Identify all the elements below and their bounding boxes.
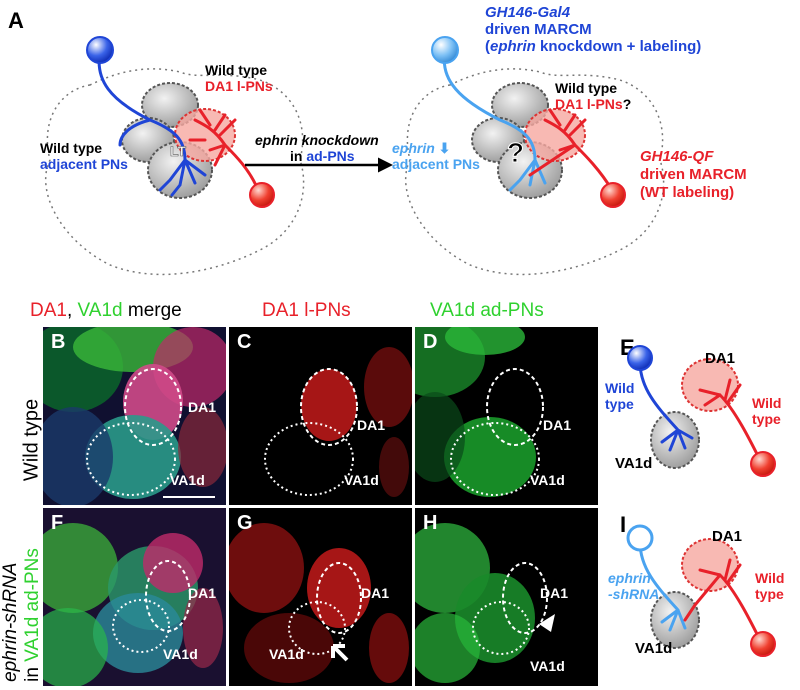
left-wt-title: Wild type <box>205 62 268 78</box>
b-da1-label: DA1 <box>188 399 217 415</box>
right-antennal-lobe-outline <box>405 68 665 276</box>
header-c: DA1 l-PNs <box>262 300 351 321</box>
g-da1-outline <box>316 562 362 634</box>
panel-c-image <box>229 327 412 505</box>
d-da1-label: DA1 <box>543 417 572 433</box>
e-va1d-label: VA1d <box>615 455 653 472</box>
panel-h-image <box>415 508 598 686</box>
d-va1d-outline <box>450 422 540 496</box>
lt-marker: LT <box>170 143 187 160</box>
f-va1d-outline <box>112 599 170 653</box>
panel-g-label: G <box>237 512 253 534</box>
i-va1d-label: VA1d <box>635 640 673 657</box>
b-va1d-label: VA1d <box>170 472 205 488</box>
panel-h-micrograph: H DA1 VA1d <box>415 508 598 686</box>
i-da1-label: DA1 <box>712 528 743 545</box>
i-lightblue-soma <box>626 524 654 552</box>
right-red-neuron <box>528 108 614 192</box>
f-va1d-label: VA1d <box>163 646 198 662</box>
g-da1-label: DA1 <box>361 585 390 601</box>
panel-f-image <box>43 508 226 686</box>
panel-d-label: D <box>423 331 438 353</box>
qf-line-1: GH146-QF <box>640 148 714 165</box>
i-red-soma <box>750 631 776 657</box>
left-glom-top <box>141 82 199 128</box>
c-da1-outline <box>300 368 358 446</box>
panel-d-micrograph: D DA1 VA1d <box>415 327 598 505</box>
ephrin-label: ephrin ⬇ <box>392 140 451 156</box>
right-lightblue-soma <box>431 36 459 64</box>
h-da1-outline <box>502 562 548 634</box>
left-red-soma <box>249 182 275 208</box>
c-va1d-outline <box>264 422 354 496</box>
panel-c-micrograph: C DA1 VA1d <box>229 327 412 505</box>
panel-e-schematic <box>627 345 776 477</box>
e-blue-neuron <box>638 360 694 452</box>
left-wt-sub: DA1 l-PNs <box>205 78 273 94</box>
left-blue-soma <box>86 36 114 64</box>
e-blue-soma <box>627 345 653 371</box>
i-lightblue-neuron <box>638 540 687 632</box>
question-mark: ? <box>506 137 525 169</box>
panel-c-label: C <box>237 331 252 353</box>
panel-i-schematic <box>626 524 776 657</box>
i-blue-label: ephrin-shRNA <box>608 570 660 602</box>
gal4-line-2: driven MARCM <box>485 21 592 38</box>
panel-a-schematic <box>45 36 665 276</box>
arrow-label-1: ephrin knockdown <box>255 132 379 148</box>
panel-g-micrograph: G DA1 VA1d <box>229 508 412 686</box>
h-da1-label: DA1 <box>540 585 569 601</box>
left-adj-title: Wild type <box>40 140 103 156</box>
panel-g-image <box>229 508 412 686</box>
i-red-neuron <box>683 558 762 642</box>
panel-d-image <box>415 327 598 505</box>
c-va1d-label: VA1d <box>344 472 379 488</box>
panel-a-label: A <box>8 8 24 33</box>
panel-f-label: F <box>51 512 64 534</box>
g-va1d-outline <box>288 601 346 655</box>
panel-b-image <box>43 327 226 505</box>
right-wt-sub: DA1 l-PNs? <box>555 96 632 112</box>
h-arrowhead-icon <box>539 614 555 632</box>
panel-b-label: B <box>51 331 66 353</box>
i-red-label: Wild type <box>755 570 785 602</box>
c-da1-label: DA1 <box>357 417 386 433</box>
b-da1-outline <box>124 368 182 446</box>
gal4-line-3: (ephrin knockdown + labeling) <box>485 38 702 55</box>
left-adj-sub: adjacent PNs <box>40 156 128 172</box>
header-merge: DA1, VA1d merge <box>30 300 182 321</box>
panel-b-micrograph: B DA1 VA1d <box>43 327 226 505</box>
row-label-2: ephrin-shRNA in VA1d ad-PNs <box>0 548 43 682</box>
left-red-neuron <box>188 108 260 192</box>
f-da1-label: DA1 <box>188 585 217 601</box>
e-red-neuron <box>698 378 762 462</box>
panel-f-micrograph: F DA1 VA1d <box>43 508 226 686</box>
qf-line-2: driven MARCM <box>640 166 747 183</box>
right-glom-top <box>491 82 549 128</box>
g-va1d-label: VA1d <box>269 646 304 662</box>
e-red-label: Wild type <box>752 395 782 427</box>
e-da1-label: DA1 <box>705 350 736 367</box>
b-va1d-outline <box>86 422 176 496</box>
left-antennal-lobe-outline <box>45 68 305 276</box>
left-blue-neuron <box>97 50 207 197</box>
panel-i-label: I <box>620 512 627 537</box>
right-wt-title: Wild type <box>555 80 618 96</box>
panel-h-label: H <box>423 512 438 534</box>
d-da1-outline <box>486 368 544 446</box>
right-red-soma <box>600 182 626 208</box>
e-blue-label: Wild type <box>605 380 635 412</box>
h-va1d-outline <box>472 601 530 655</box>
d-va1d-label: VA1d <box>530 472 565 488</box>
arrow-label-2: in ad-PNs <box>290 148 355 164</box>
h-va1d-label: VA1d <box>530 658 565 674</box>
g-arrow-icon <box>331 644 349 662</box>
e-red-soma <box>750 451 776 477</box>
qf-line-3: (WT labeling) <box>640 184 735 201</box>
header-d: VA1d ad-PNs <box>430 300 544 321</box>
ephrin-sub: adjacent PNs <box>392 156 480 172</box>
gal4-line-1: GH146-Gal4 <box>485 4 571 21</box>
